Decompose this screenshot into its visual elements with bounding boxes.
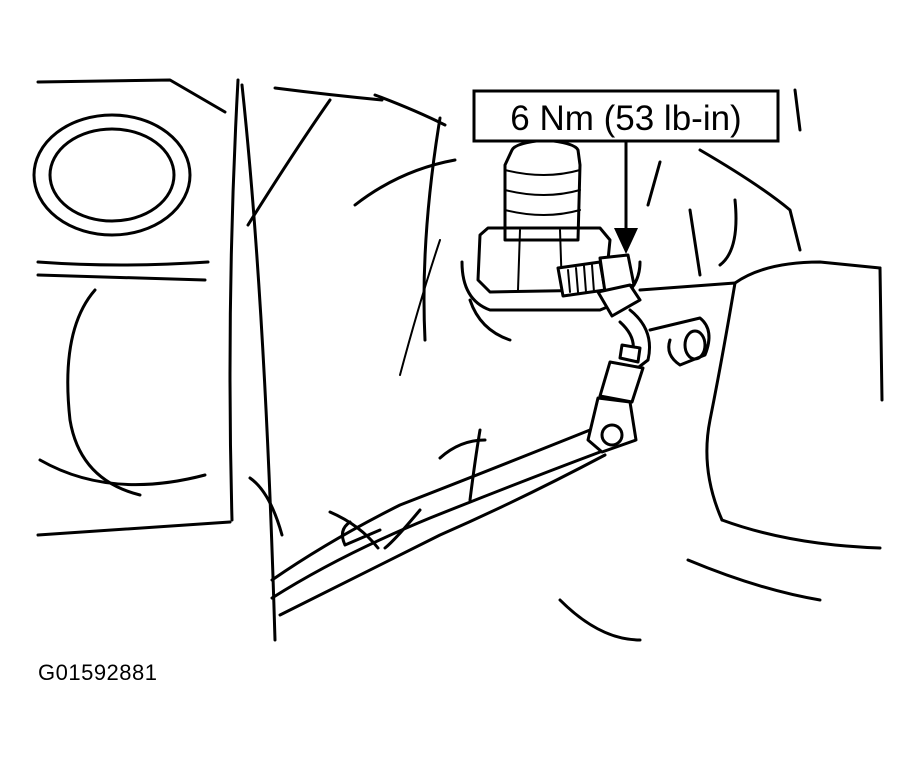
callout-box bbox=[472, 89, 780, 143]
callout-arrow-head bbox=[614, 228, 638, 254]
torque-callout: 6 Nm (53 lb-in) bbox=[472, 89, 780, 254]
figure-id: G01592881 bbox=[38, 660, 158, 685]
engine-background bbox=[32, 78, 884, 642]
ground-bolt bbox=[556, 253, 642, 318]
sensor-cable bbox=[270, 308, 651, 617]
torque-label: 6 Nm (53 lb-in) bbox=[510, 99, 741, 138]
